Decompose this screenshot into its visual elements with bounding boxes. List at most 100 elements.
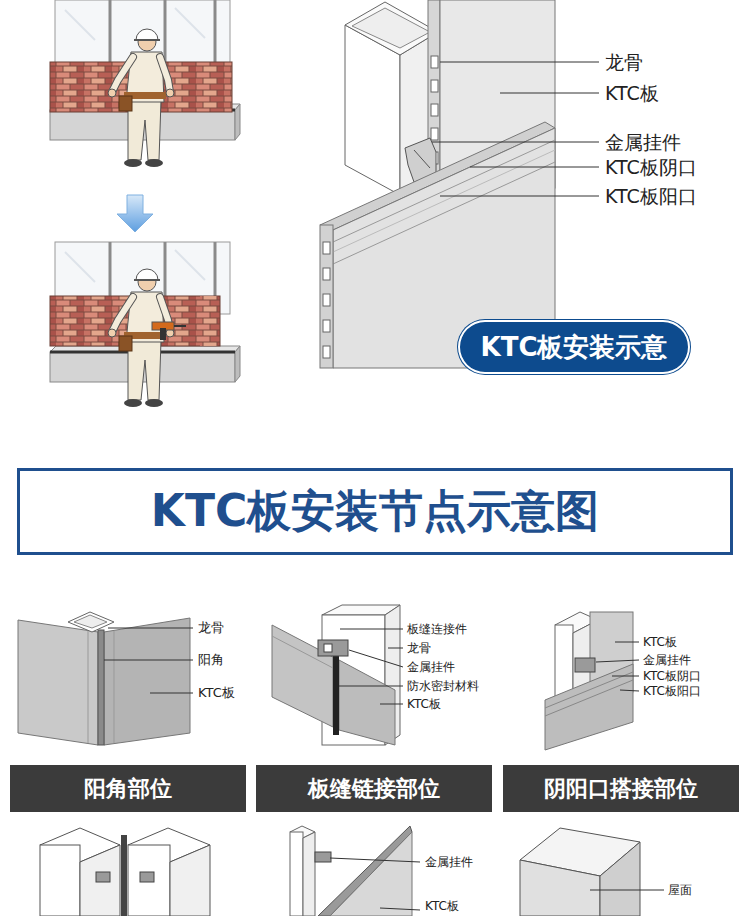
drawing-part [318,826,412,916]
caption-badge: KTC板安装示意 [458,320,690,374]
detail-yang-corner [18,612,193,745]
drawing-part [352,8,430,48]
title-frame: KTC板安装节点示意图 [17,468,733,555]
drawing-part [470,167,599,168]
drawing-part [150,693,193,694]
drawing-part [104,628,193,693]
drawing-part [349,650,403,667]
title: KTC板安装节点示意图 [151,482,599,541]
drawing-part [174,325,186,327]
part-label: 屋面 [668,883,692,897]
part-label: 防水密封材料 [407,679,479,693]
drawing-part [380,908,420,910]
drawing-part [340,629,403,630]
detail-seam-joint [272,605,403,745]
install-scene-1 [50,0,240,167]
drawing-part [600,842,640,916]
part-label: KTC板 [407,697,441,711]
drawing-part [345,2,438,55]
drawing-part [114,631,115,743]
drawing-part [40,845,80,916]
drawing-part [555,625,573,700]
drawing-part [431,104,438,116]
drawing-part [615,642,639,643]
part-label: 金属挂件 [407,660,455,674]
drawing-part [333,140,555,242]
detail-overlap [545,612,639,750]
drawing-part [140,872,154,882]
section-bar: 板缝链接部位 [256,765,492,812]
drawing-part [128,845,170,916]
drawing-part [88,631,89,743]
part-label: 板缝连接件 [407,622,467,636]
drawing-part [431,128,438,140]
drawing-part [80,845,120,916]
part-label: KTC板阴口 [643,669,701,683]
drawing-part [333,162,555,264]
drawing-part [160,328,166,340]
drawing-part [104,660,193,661]
part-label: 金属挂件 [605,131,681,154]
ktc-install-3d [320,0,599,368]
drawing-part [520,860,600,916]
part-label: 金属挂件 [643,653,691,667]
drawing-part [339,629,403,704]
drawing-part [323,268,330,280]
drawing-part [315,852,331,862]
drawing-part [318,640,348,656]
drawing-part [431,80,438,92]
drawing-part [74,615,107,628]
drawing-part [323,242,330,254]
drawing-part [339,686,403,687]
drawing-part [432,142,599,143]
part-label: KTC板 [643,635,677,649]
drawing-part [320,225,333,368]
drawing-part [323,294,330,306]
node-text: 板缝链接部位 [308,774,440,804]
drawing-part [596,642,639,691]
drawing-part [500,93,599,94]
drawing-part [596,660,639,662]
node-text: 阳角部位 [84,774,172,804]
node-text: 阴阳口搭接部位 [544,774,698,804]
drawing-part [545,680,633,716]
install-scene-2 [50,242,240,407]
drawing-part [590,890,664,891]
drawing-part [545,664,633,750]
drawing-part [324,644,332,652]
drawing-part [104,618,190,745]
drawing-part [200,296,218,346]
drawing-part [400,32,438,195]
drawing-part [290,832,303,916]
drawing-part [339,660,395,745]
drawing-part [330,832,412,916]
node-text: KTC板安装示意 [481,330,668,365]
drawing-part [323,320,330,332]
drawing-part [18,620,98,745]
drawing-part [545,672,633,708]
part-label: 金属挂件 [425,855,473,869]
drawing-part [330,858,664,910]
drawing-part [440,62,599,63]
drawing-part [388,648,403,649]
drawing-part [108,29,174,167]
part-label: KTC板 [605,82,659,105]
drawing-part [121,835,127,916]
drawing-part [333,150,555,252]
part-label: 龙骨 [198,620,224,636]
part-label: KTC板 [425,899,459,913]
part-label: 龙骨 [407,641,431,655]
drawing-part [108,269,174,407]
drawing-part [612,676,639,677]
drawing-part [98,630,104,745]
part-label: 龙骨 [605,51,643,74]
drawing-part [330,858,420,862]
drawing-part [380,704,403,705]
part-label: KTC板阴口 [605,156,697,179]
drawing-part [170,845,210,916]
drawing-part [303,832,315,916]
part-label: KTC板阳口 [605,185,697,208]
drawing-part [323,346,330,358]
down-arrow [117,195,153,232]
